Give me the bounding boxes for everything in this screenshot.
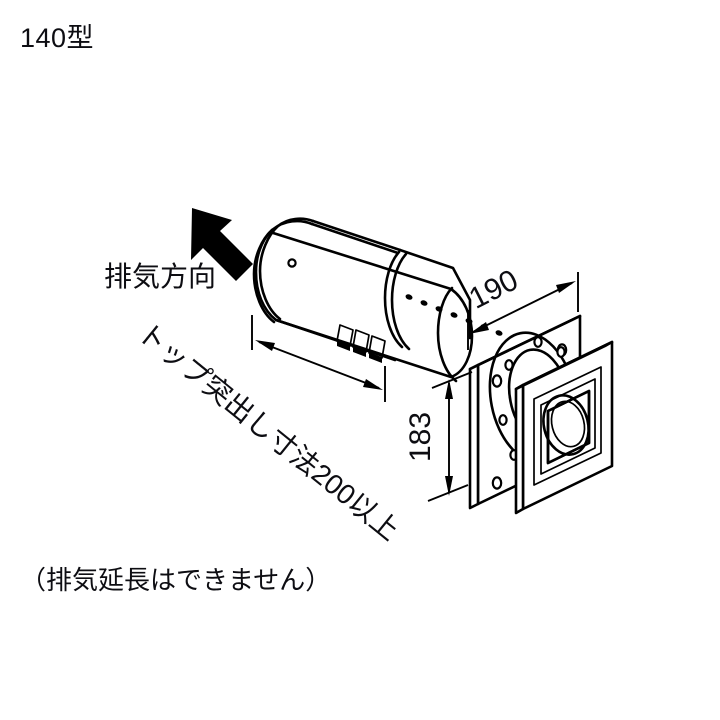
front-square-frame [514, 340, 614, 515]
footer-note: （排気延長はできません） [20, 565, 332, 595]
dimension-183: 183 [404, 371, 473, 502]
dimension-183-label: 183 [404, 412, 437, 462]
plate-corner-hole [491, 374, 503, 388]
flange-bolt-hole [556, 346, 566, 358]
cap-screw-hole [287, 258, 297, 268]
exhaust-direction-label: 排気方向 [104, 261, 217, 292]
louver-slots [336, 324, 386, 363]
collar-rivets [405, 294, 503, 336]
page-title: 140型 [20, 23, 95, 53]
dimension-190-label: 190 [464, 263, 524, 315]
exhaust-arrow-icon [191, 208, 253, 281]
dimension-top-projection [251, 315, 386, 402]
flange-bolt-hole [498, 414, 508, 426]
plate-corner-hole [491, 476, 503, 490]
cylinder-collar [383, 248, 503, 383]
flange-bolt-hole [533, 336, 543, 348]
flange-bolt-hole [504, 359, 514, 371]
